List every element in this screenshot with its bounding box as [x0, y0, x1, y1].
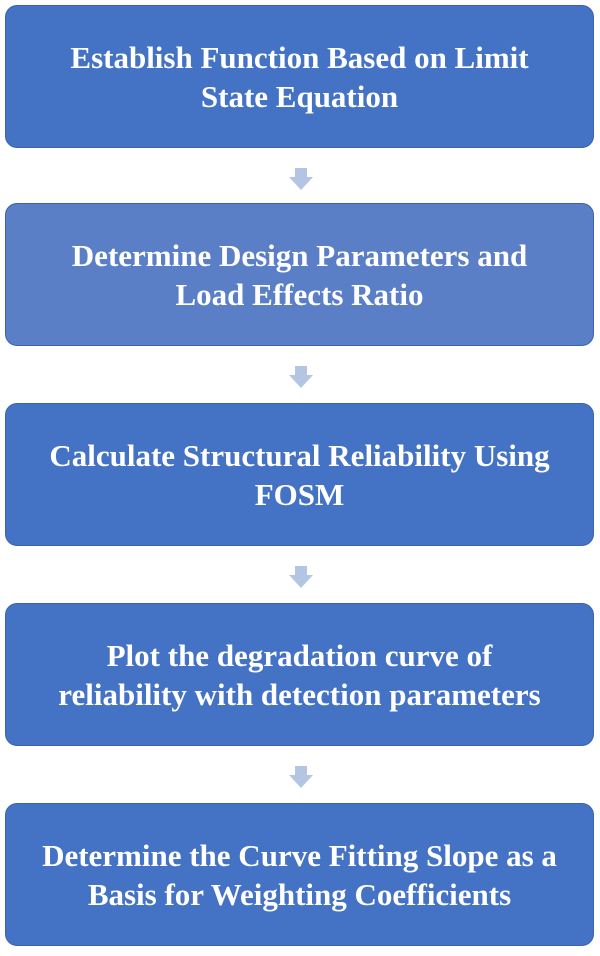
step-label: Calculate Structural Reliability Using F… [49, 437, 550, 512]
step-label: Plot the degradation curve of reliabilit… [58, 637, 541, 712]
step-plot-degradation-curve-box: Plot the degradation curve of reliabilit… [5, 603, 594, 746]
down-arrow-icon [289, 566, 313, 588]
down-arrow-icon [289, 766, 313, 788]
step-calculate-reliability-box: Calculate Structural Reliability Using F… [5, 403, 594, 546]
step-label: Establish Function Based on Limit State … [70, 39, 529, 114]
step-curve-fitting-slope-box: Determine the Curve Fitting Slope as a B… [5, 803, 594, 946]
down-arrow-icon [289, 168, 313, 190]
step-label: Determine Design Parameters and Load Eff… [71, 237, 528, 312]
step-determine-design-parameters-box: Determine Design Parameters and Load Eff… [5, 203, 594, 346]
down-arrow-icon [289, 366, 313, 388]
step-label: Determine the Curve Fitting Slope as a B… [42, 837, 557, 912]
step-establish-function-box: Establish Function Based on Limit State … [5, 5, 594, 148]
